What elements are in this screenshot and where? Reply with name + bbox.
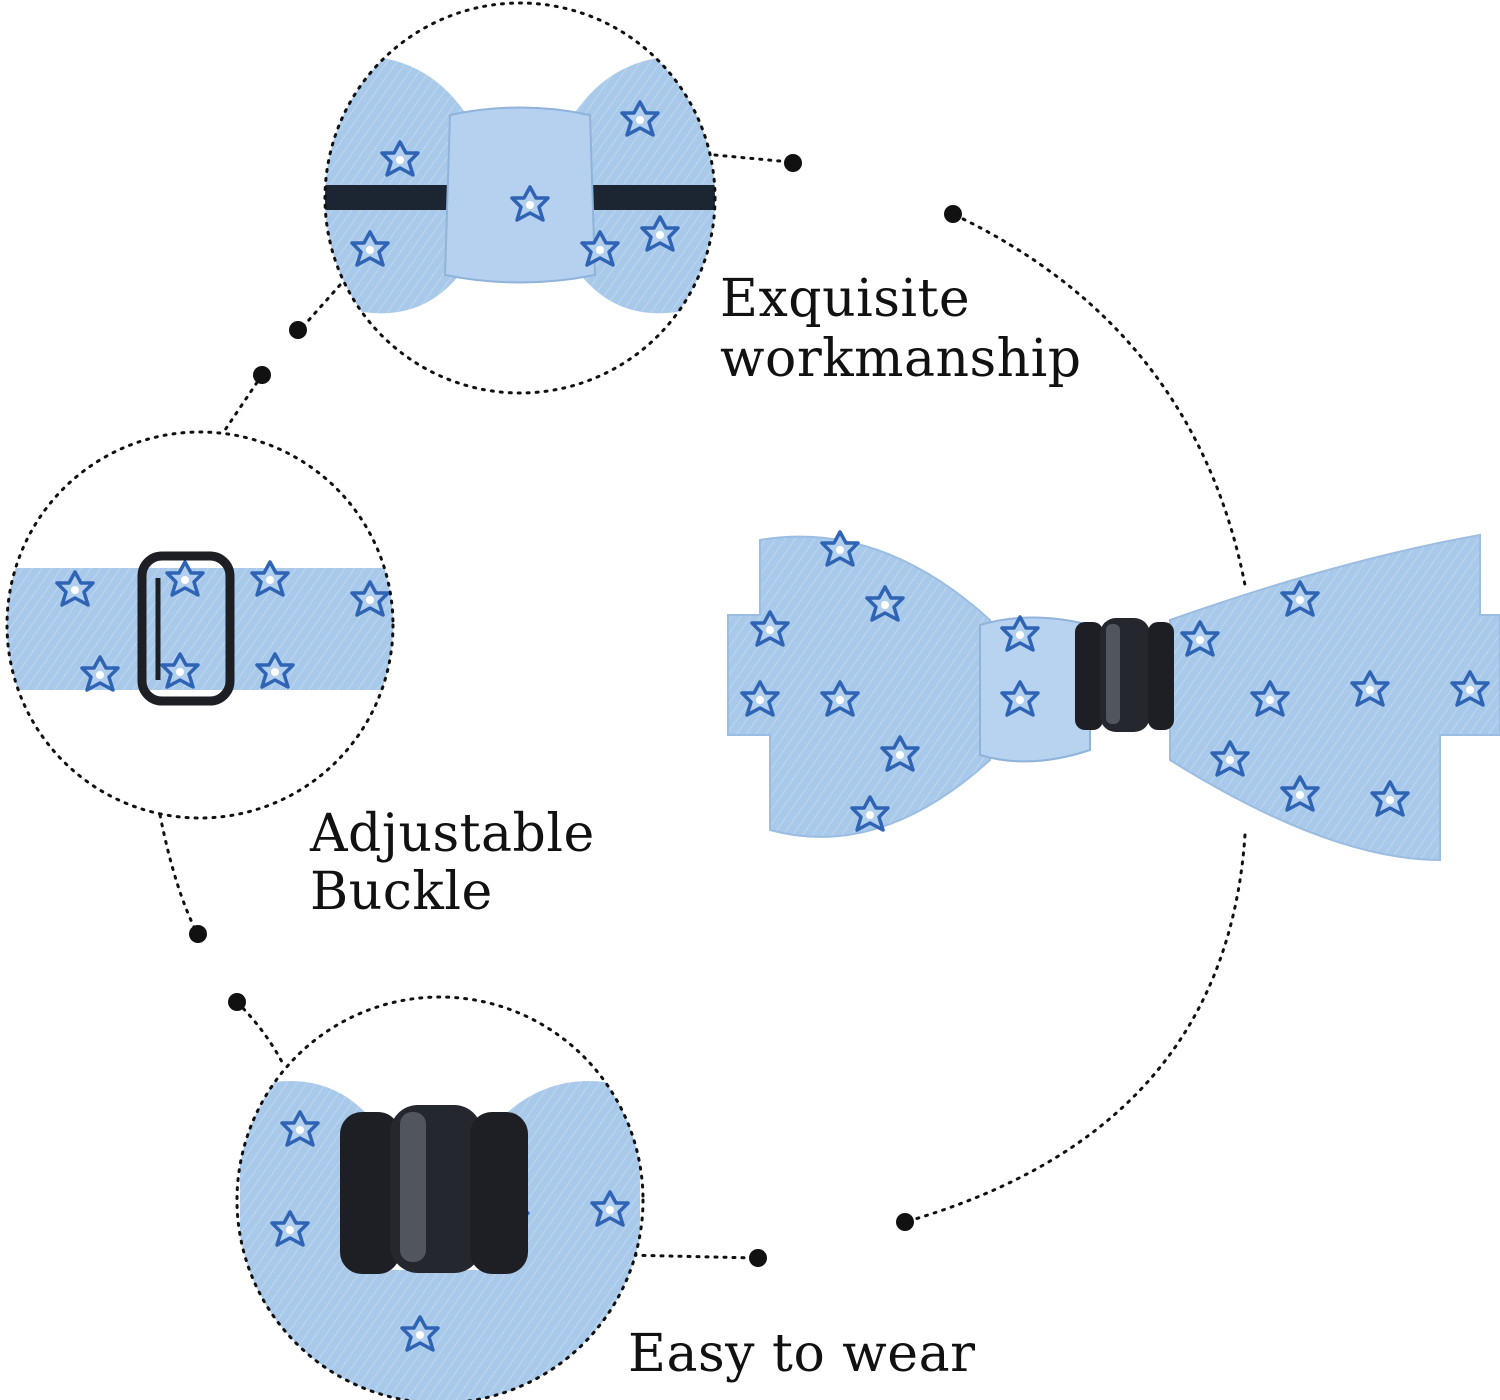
adjustable-label-line2: Buckle (310, 862, 493, 922)
plastic-clip-icon (235, 995, 645, 1400)
exquisite-label-line2: workmanship (720, 329, 1082, 389)
exquisite-label-line1: Exquisite (720, 269, 971, 329)
connector-dots (189, 154, 962, 1267)
dotted-connectors (158, 153, 1247, 1260)
adjustable-label-line1: Adjustable (310, 804, 595, 864)
bow-tie-closeup-icon (323, 1, 717, 395)
easy-to-wear-label: Easy to wear (628, 1324, 976, 1384)
bow-tie-main-icon (727, 530, 1500, 862)
adjustable-buckle-icon (5, 430, 395, 820)
